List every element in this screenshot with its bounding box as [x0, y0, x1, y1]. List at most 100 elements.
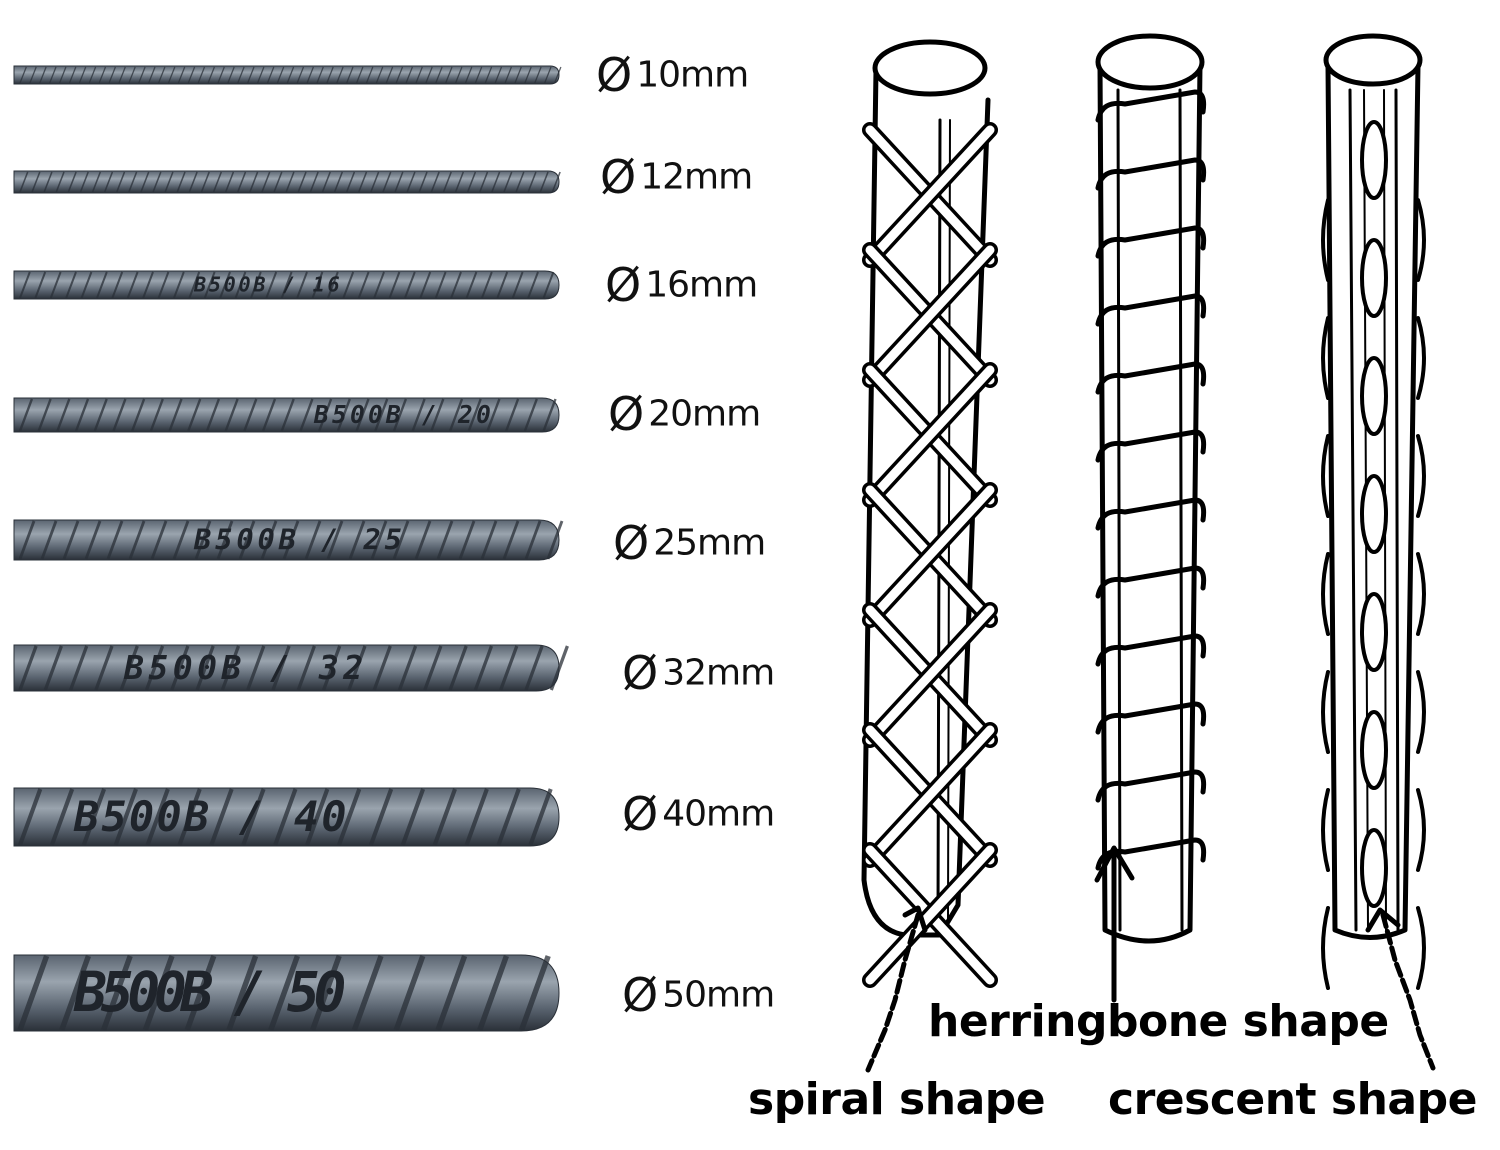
rebar-rib — [113, 788, 138, 846]
rebar-rib — [514, 66, 522, 84]
rebar-rib — [392, 398, 408, 432]
rebar-rib — [316, 66, 324, 84]
rebar-rib — [31, 171, 41, 193]
rebar-rib — [203, 271, 216, 299]
rebar-rib — [207, 66, 215, 84]
rebar-rib — [217, 66, 225, 84]
rebar-rib — [39, 66, 47, 84]
rebar-rib — [170, 645, 190, 691]
rebar-image — [13, 170, 561, 194]
rebar-rib — [356, 66, 364, 84]
rebar-rib — [357, 271, 370, 299]
crescent-rib — [1360, 120, 1388, 200]
rebar-rib — [321, 171, 331, 193]
rebar-rib — [551, 171, 561, 193]
rebar-rib — [484, 66, 493, 84]
rebar-body — [13, 519, 560, 561]
rebar-rib — [385, 66, 394, 84]
rebar-rib — [432, 788, 457, 846]
herringbone-rib — [1095, 225, 1207, 259]
rebar-image — [13, 65, 562, 85]
rebar-rib — [40, 520, 58, 560]
rebar-rib — [311, 271, 324, 299]
crescent-rib — [1360, 592, 1388, 672]
rebar-rib — [88, 66, 97, 84]
rebar-rib — [234, 271, 247, 299]
rebar-rib — [34, 271, 47, 299]
rebar-rib — [481, 271, 493, 299]
herringbone-rib — [1095, 293, 1207, 327]
crescent-side-bulge — [1321, 906, 1330, 990]
herringbone-rib — [1095, 157, 1207, 191]
rebar-rib — [524, 645, 544, 691]
rebar-rib — [455, 66, 463, 84]
rebar-rib — [423, 645, 443, 691]
rebar-rib — [238, 520, 256, 560]
rebar-rib — [336, 398, 351, 432]
rebar-rib — [65, 271, 77, 299]
rebar-rib — [404, 271, 416, 299]
rebar-rib — [247, 66, 255, 84]
rebar-rib — [358, 171, 368, 193]
rebar-rib — [172, 520, 190, 560]
diameter-symbol: Ø — [605, 258, 642, 312]
rebar-image: B500B / 40 — [13, 787, 560, 847]
rebar-rib — [519, 955, 551, 1031]
herringbone-shape-label: herringbone shape — [928, 996, 1389, 1047]
rebar-rib — [372, 645, 392, 691]
diameter-symbol: Ø — [622, 787, 659, 841]
rebar-rib — [523, 398, 538, 432]
rebar-rib — [18, 645, 38, 691]
rebar-rib — [74, 398, 90, 432]
rebar-rib — [503, 171, 513, 193]
rebar-rib — [464, 788, 489, 846]
rebar-rib — [282, 520, 300, 560]
rebar-body — [13, 65, 560, 85]
rebar-stamp: B500B / 50 — [73, 960, 347, 1024]
rebar-rib — [400, 788, 426, 846]
rebar-rib — [168, 398, 183, 432]
rebar-rib — [18, 398, 34, 432]
rebar-rib — [266, 66, 275, 84]
rebar-rib — [496, 788, 521, 846]
rebar-rib — [450, 271, 462, 299]
rebar-image: B500B / 16 — [13, 270, 560, 300]
rebar-rib — [382, 171, 392, 193]
rebar-rib — [112, 398, 127, 432]
rebar-rib — [220, 645, 241, 691]
crescent-side-bulge — [1416, 670, 1426, 754]
rebar-rib — [465, 271, 478, 299]
rebar-rib — [285, 171, 295, 193]
rebar-rib — [546, 520, 564, 560]
rebar-rib — [524, 520, 542, 560]
rebar-rib — [306, 66, 314, 84]
rebar-rib — [19, 66, 27, 84]
rebar-rib — [448, 645, 468, 691]
crescent-side-bulge — [1321, 434, 1330, 518]
rebar-rib — [430, 398, 445, 432]
rebar-rib — [296, 66, 305, 84]
rebar-rib — [219, 271, 231, 299]
rebar-rib — [464, 66, 473, 84]
herringbone-rib — [1095, 497, 1207, 531]
rebar-rib — [128, 171, 138, 193]
spiral-rib — [865, 605, 995, 745]
rebar-rib — [496, 271, 509, 299]
spiral-rib — [865, 725, 995, 865]
rebar-rib — [212, 171, 223, 193]
rebar-rib — [554, 66, 562, 84]
rebar-rib — [515, 171, 525, 193]
rebar-rib — [56, 398, 71, 432]
rebar-rib — [128, 520, 146, 560]
rebar-rib — [280, 271, 293, 299]
rebar-rib — [128, 66, 136, 84]
rebar-rib — [173, 271, 185, 299]
rebar-rib — [491, 171, 501, 193]
rebar-rib — [111, 271, 124, 299]
crescent-side-bulge — [1321, 552, 1330, 636]
herringbone-rib — [1095, 769, 1207, 803]
rebar-rib — [224, 398, 239, 432]
herringbone-rib — [1095, 565, 1207, 599]
rebar-rib — [310, 955, 342, 1031]
